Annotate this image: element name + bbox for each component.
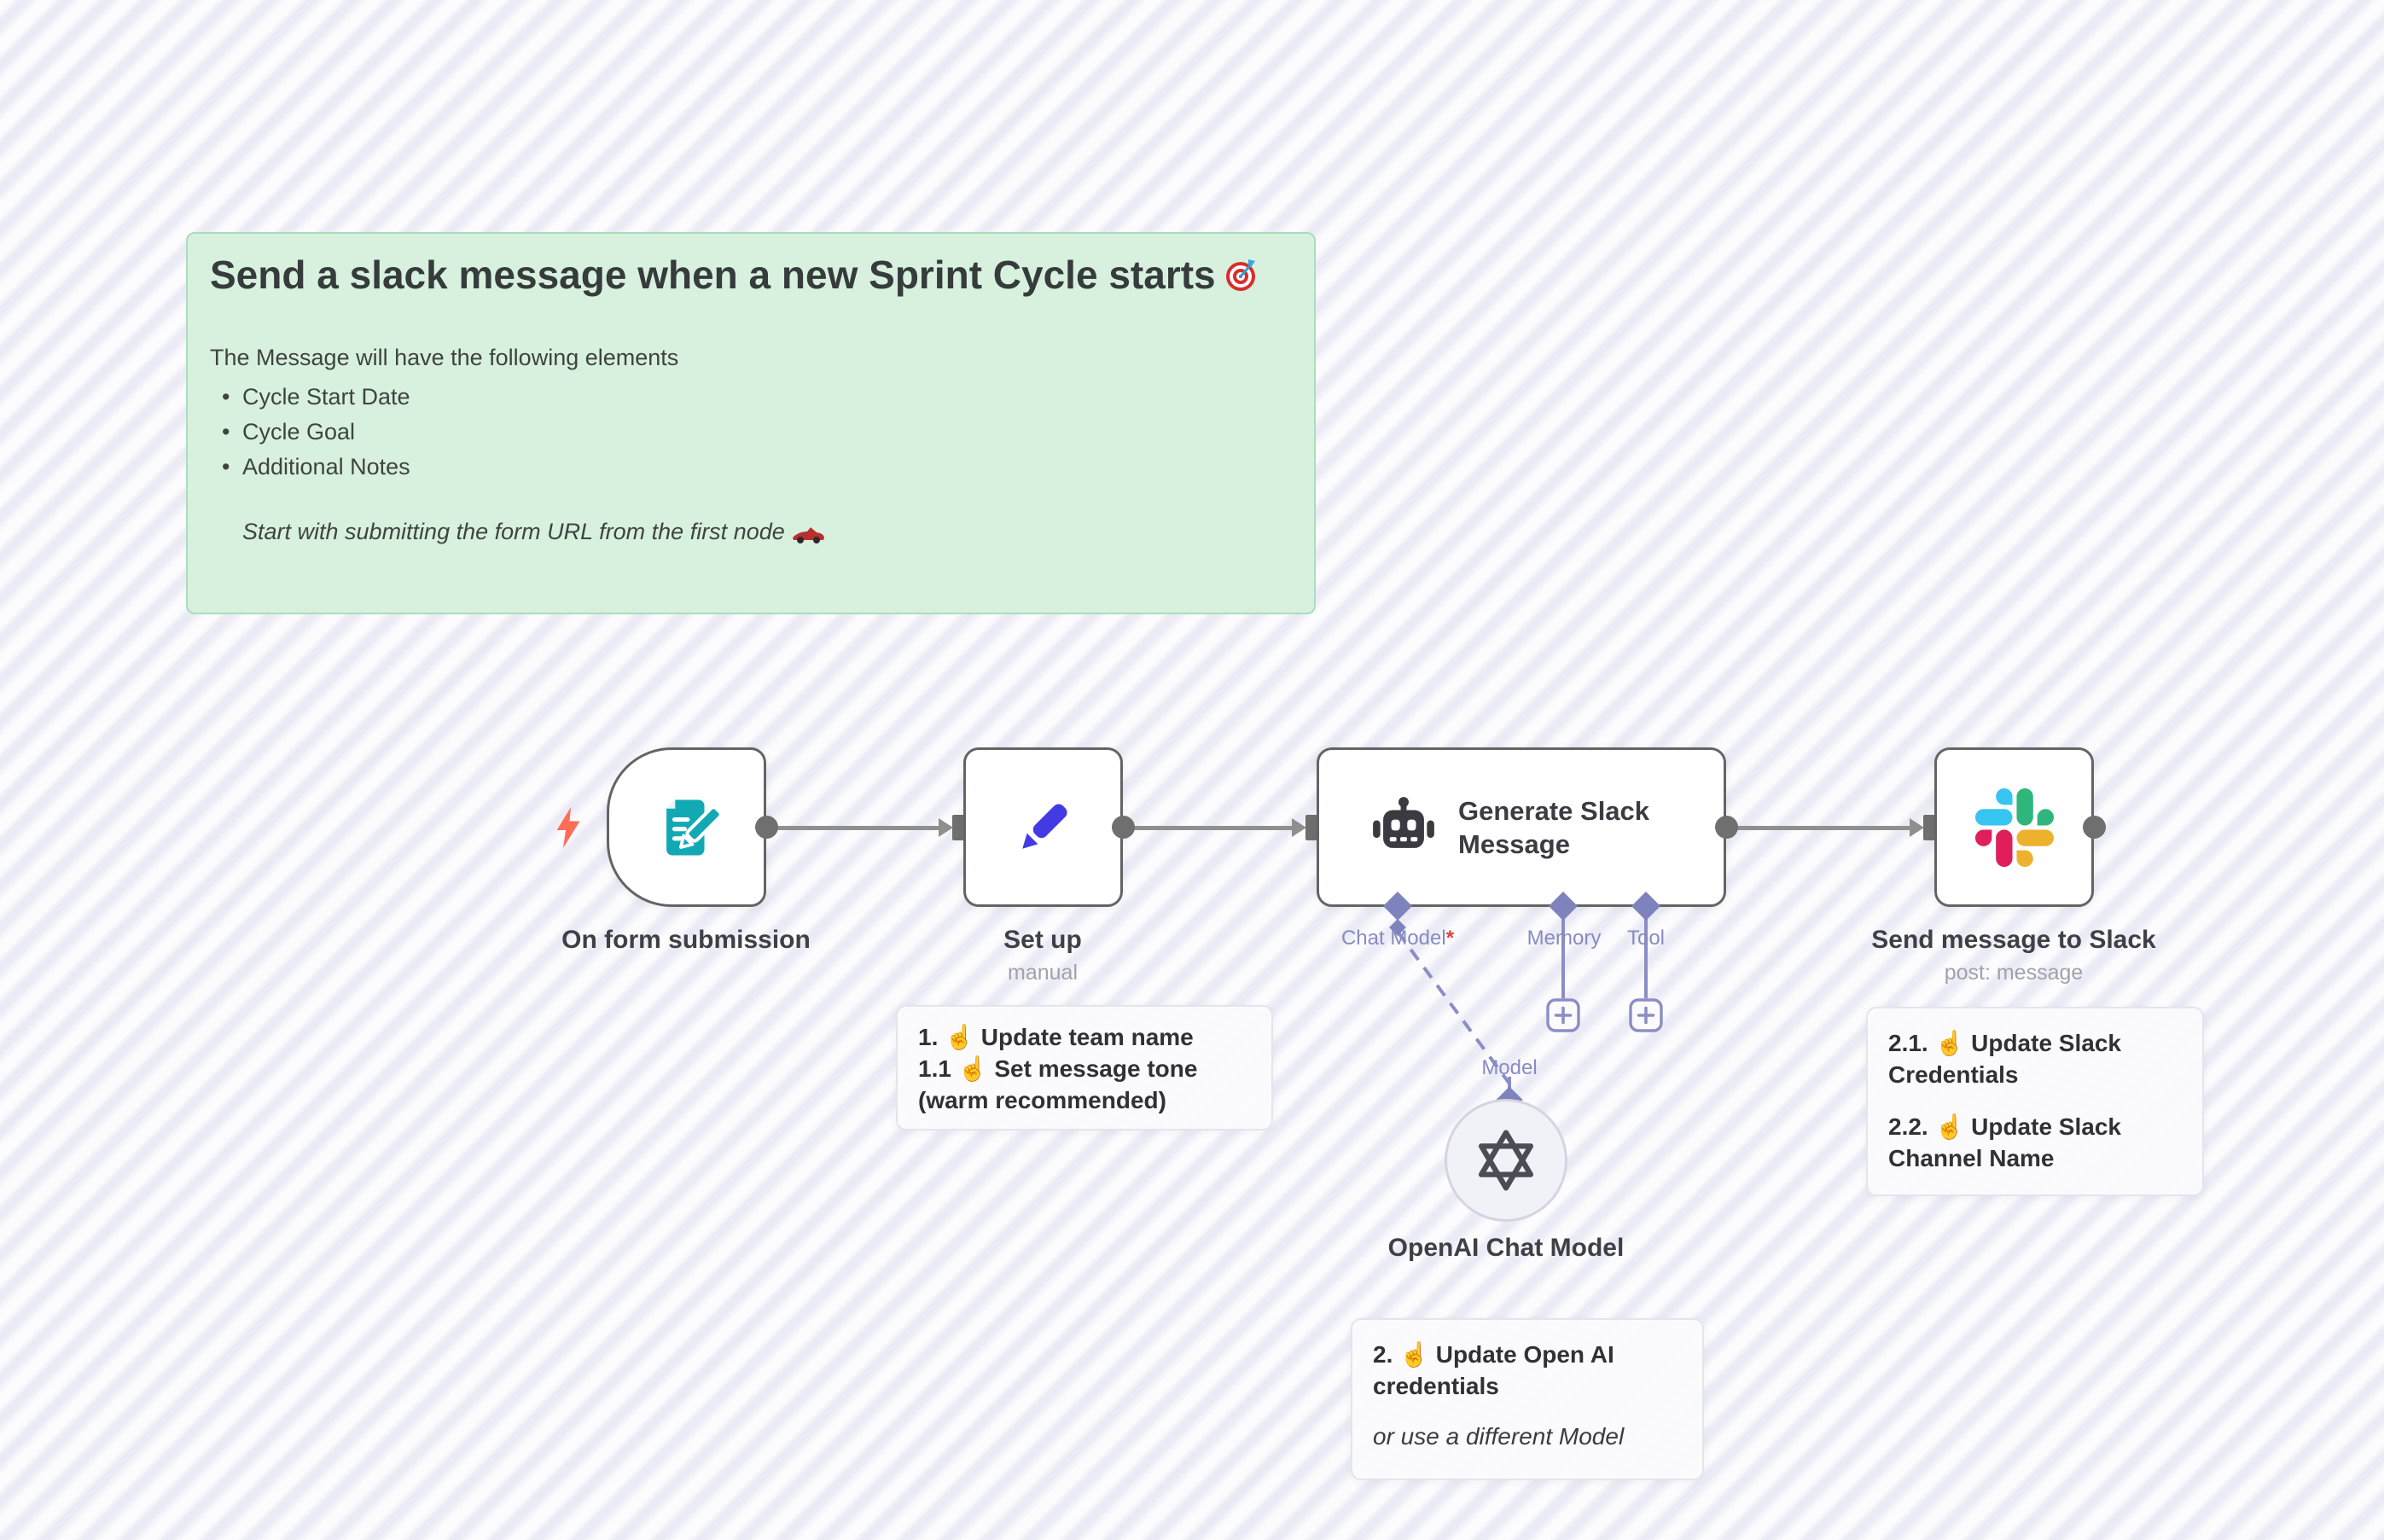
- slack-logo-icon: [1974, 787, 2054, 867]
- note-line: 2.1. ☝ Update Slack Credentials: [1888, 1030, 2121, 1088]
- form-node-label: On form submission: [561, 926, 811, 954]
- setup-input-port[interactable]: [952, 815, 964, 840]
- sticky-footnote: Start with submitting the form URL from …: [242, 519, 826, 545]
- tool-port-label: Tool: [1626, 927, 1666, 950]
- sticky-intro: The Message will have the following elem…: [210, 345, 679, 370]
- node-send-message-to-slack[interactable]: [1934, 747, 2094, 907]
- connection-arrowhead: [939, 818, 953, 837]
- agent-node-title: Generate Slack Message: [1458, 795, 1650, 859]
- note-line: 1. ☝ Update team name: [918, 1024, 1194, 1050]
- sticky-note[interactable]: Send a slack message when a new Sprint C…: [186, 232, 1316, 614]
- memory-port-wire: [1561, 916, 1565, 998]
- slack-node-subtitle: post: message: [1944, 961, 2084, 985]
- slack-output-port[interactable]: [2083, 816, 2106, 839]
- connection-form-to-setup[interactable]: [766, 826, 939, 830]
- openai-logo-icon: [1470, 1124, 1542, 1196]
- node-on-form-submission[interactable]: [607, 747, 766, 907]
- dashed-model-connection[interactable]: [1365, 921, 1553, 1109]
- target-emoji-icon: [1223, 256, 1260, 293]
- note-line: 1.1 ☝ Set message tone (warm recommended…: [918, 1055, 1198, 1113]
- model-port-stem: [1508, 1077, 1511, 1094]
- connection-agent-to-slack[interactable]: [1726, 826, 1910, 830]
- sticky-bullet: Cycle Goal: [222, 421, 410, 445]
- note-line-italic: or use a different Model: [1373, 1423, 1625, 1450]
- connection-arrowhead: [1292, 818, 1306, 837]
- sticky-bullet: Cycle Start Date: [222, 386, 410, 410]
- node-openai-chat-model[interactable]: [1445, 1099, 1567, 1222]
- node-generate-slack-message[interactable]: Generate Slack Message: [1317, 747, 1726, 907]
- note-line: 2.2. ☝ Update Slack Channel Name: [1888, 1113, 2121, 1171]
- setup-node-subtitle: manual: [1008, 961, 1078, 985]
- form-document-icon: [652, 793, 722, 863]
- pencil-icon: [1009, 793, 1078, 862]
- robot-icon: [1369, 793, 1439, 863]
- connection-setup-to-agent[interactable]: [1123, 826, 1293, 830]
- trigger-bolt-icon: [553, 805, 584, 850]
- chat-model-port-label: Chat Model*: [1340, 927, 1455, 950]
- sticky-bullet: Additional Notes: [222, 456, 410, 479]
- sticky-bullet-list: Cycle Start Date Cycle Goal Additional N…: [222, 386, 410, 491]
- agent-output-port[interactable]: [1715, 816, 1738, 839]
- add-tool-button[interactable]: [1629, 998, 1663, 1032]
- setup-output-port[interactable]: [1112, 816, 1135, 839]
- setup-node-label: Set up: [1003, 926, 1082, 954]
- race-car-emoji-icon: [792, 526, 826, 544]
- add-memory-button[interactable]: [1546, 998, 1580, 1032]
- connection-arrowhead: [1910, 818, 1924, 837]
- node-set-up[interactable]: [963, 747, 1123, 907]
- openai-instruction-note[interactable]: 2. ☝ Update Open AI credentials or use a…: [1351, 1318, 1704, 1480]
- slack-input-port[interactable]: [1923, 815, 1935, 840]
- setup-instruction-note[interactable]: 1. ☝ Update team name 1.1 ☝ Set message …: [896, 1005, 1273, 1130]
- agent-input-port[interactable]: [1305, 815, 1317, 840]
- required-marker: *: [1445, 927, 1455, 950]
- tool-port-wire: [1644, 916, 1648, 998]
- slack-instruction-note[interactable]: 2.1. ☝ Update Slack Credentials 2.2. ☝ U…: [1866, 1007, 2204, 1196]
- slack-node-label: Send message to Slack: [1871, 926, 2156, 954]
- sticky-title: Send a slack message when a new Sprint C…: [210, 253, 1288, 298]
- memory-port-label: Memory: [1526, 927, 1602, 950]
- form-output-port[interactable]: [755, 816, 778, 839]
- openai-node-label: OpenAI Chat Model: [1387, 1234, 1625, 1262]
- model-port-label: Model: [1481, 1056, 1538, 1079]
- note-line: 2. ☝ Update Open AI credentials: [1373, 1341, 1614, 1399]
